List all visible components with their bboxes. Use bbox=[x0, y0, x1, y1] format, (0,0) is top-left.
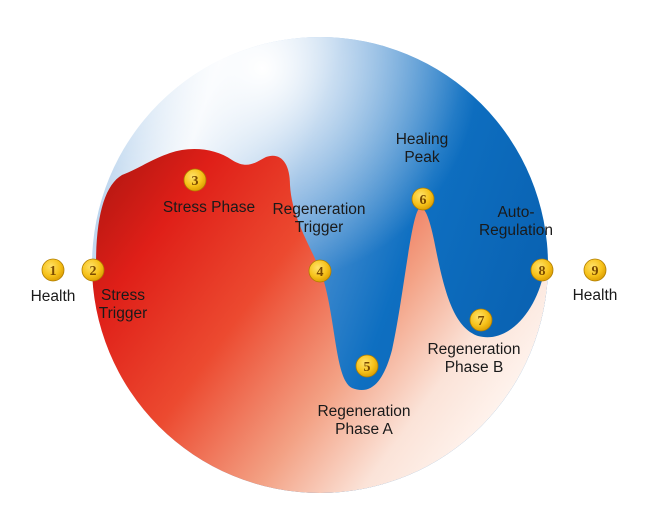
healing-curve-region bbox=[92, 149, 548, 493]
stage-label-line: Peak bbox=[404, 149, 440, 166]
stage-badge bbox=[308, 259, 332, 283]
stage-label-line: Stress Phase bbox=[163, 199, 255, 216]
stage-badge bbox=[355, 354, 379, 378]
stage-label-line: Regeneration bbox=[427, 341, 520, 358]
stage-number: 8 bbox=[539, 264, 546, 279]
stage-badge bbox=[41, 258, 65, 282]
stage-number: 6 bbox=[420, 193, 427, 208]
stage-badge bbox=[81, 258, 105, 282]
stage-label-line: Regeneration bbox=[272, 201, 365, 218]
stage-number: 2 bbox=[90, 264, 97, 279]
stage-number: 1 bbox=[50, 264, 57, 279]
stage-number: 5 bbox=[364, 360, 371, 375]
stage-label-line: Phase B bbox=[445, 359, 504, 376]
stage-badge bbox=[411, 187, 435, 211]
stage-label-line: Stress bbox=[101, 287, 145, 304]
stage-badge bbox=[583, 258, 607, 282]
stage-label-line: Auto- bbox=[497, 204, 534, 221]
stage-badge bbox=[469, 308, 493, 332]
stage-label-line: Trigger bbox=[99, 305, 148, 322]
stage-badge bbox=[530, 258, 554, 282]
stage-label-line: Health bbox=[573, 287, 618, 304]
stage-number: 9 bbox=[592, 264, 599, 279]
stage-number: 3 bbox=[192, 174, 199, 189]
stage-badge bbox=[183, 168, 207, 192]
stage-label-line: Regulation bbox=[479, 222, 553, 239]
stage-label-line: Healing bbox=[396, 131, 449, 148]
stage-label-line: Regeneration bbox=[317, 403, 410, 420]
stage-label-line: Health bbox=[31, 288, 76, 305]
stage-label-line: Phase A bbox=[335, 421, 393, 438]
stage-number: 4 bbox=[317, 265, 324, 280]
stage-number: 7 bbox=[478, 314, 485, 329]
stage-8: 8 Auto-Regulation bbox=[479, 204, 554, 282]
stage-label-line: Trigger bbox=[295, 219, 344, 236]
